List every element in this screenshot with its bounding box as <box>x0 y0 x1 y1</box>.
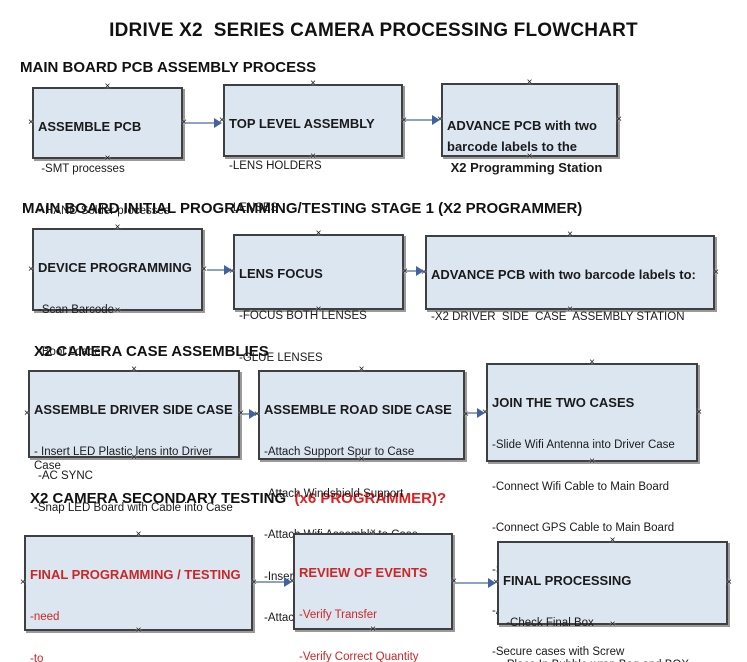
connection-point-marker: × <box>589 456 595 467</box>
box-item: -Verify Transfer <box>299 609 377 622</box>
arrow-head-icon <box>477 408 485 418</box>
flow-box-advance-pcb-programming-station: ADVANCE PCB with two barcode labels to t… <box>437 78 622 176</box>
flow-box-advance-pcb-driver-side: ADVANCE PCB with two barcode labels to: … <box>421 230 719 324</box>
heading-text-red: (x6 PROGRAMMER)? <box>294 490 447 507</box>
arrow-line <box>405 119 433 121</box>
arrow-line <box>243 413 250 415</box>
box-item: -Check Final Box <box>503 617 594 630</box>
section-heading-secondary-testing: X2 CAMERA SECONDARY TESTING (x6 PROGRAMM… <box>30 490 446 507</box>
arrow-line <box>186 122 215 124</box>
connection-point-marker: × <box>616 114 622 125</box>
box-item: -AC SYNC <box>38 470 93 482</box>
flow-arrow <box>455 578 496 588</box>
box-title: REVIEW OF EVENTS <box>299 564 428 580</box>
heading-text: MAIN BOARD INITIAL PROGRAMMING/TESTING S… <box>22 200 583 217</box>
flow-arrow <box>406 266 424 276</box>
box-item: -Place In Bubble wrap Bag and BOX <box>503 659 722 662</box>
box-item: -Connect GPS Cable to Main Board <box>492 522 675 535</box>
flow-box-review-of-events: REVIEW OF EVENTS -Verify Transfer -Verif… <box>289 528 457 662</box>
connection-point-marker: × <box>567 229 573 240</box>
box-title: ADVANCE PCB with two barcode labels to t… <box>447 117 603 176</box>
box-item: -LENSES <box>229 201 279 214</box>
flow-arrow <box>255 577 292 587</box>
connection-point-marker: × <box>28 263 34 275</box>
flow-box-final-programming-testing: FINAL PROGRAMMING / TESTING -need -to -k… <box>20 530 257 662</box>
arrow-line <box>467 412 478 414</box>
box-title: FINAL PROGRAMMING / TESTING <box>30 566 241 582</box>
flow-box-top-level-assembly: TOP LEVEL ASSEMBLY -LENS HOLDERS -LENSES… <box>219 79 407 214</box>
box-item: -FOCUS BOTH LENSES <box>239 310 367 323</box>
connection-point-marker: × <box>526 77 533 88</box>
section-heading-initial-programming: MAIN BOARD INITIAL PROGRAMMING/TESTING S… <box>22 200 582 217</box>
flow-box-lens-focus: LENS FOCUS -FOCUS BOTH LENSES -GLUE LENS… <box>229 229 408 364</box>
connection-point-marker: × <box>370 624 376 635</box>
box-item: - Insert LED Plastic lens into Driver Ca… <box>34 446 216 473</box>
arrow-head-icon <box>214 118 222 128</box>
box-title: ASSEMBLE PCB <box>38 118 142 134</box>
box-item: -Slide Wifi Antenna into Driver Case <box>492 439 675 452</box>
flow-arrow <box>467 408 485 418</box>
box-title: FINAL PROCESSING <box>503 572 632 588</box>
box-item: -GLUE LENSES <box>239 351 323 364</box>
flow-arrow <box>405 115 440 125</box>
arrow-head-icon <box>432 115 440 125</box>
arrow-head-icon <box>224 265 232 275</box>
connection-point-marker: × <box>24 408 30 419</box>
arrow-line <box>455 582 489 584</box>
connection-point-marker: × <box>28 117 34 128</box>
flow-arrow <box>243 409 257 419</box>
flow-box-join-the-two-cases: JOIN THE TWO CASES -Slide Wifi Antenna i… <box>482 358 702 659</box>
arrow-line <box>255 581 285 583</box>
flow-box-assemble-pcb: ASSEMBLE PCB -SMT processes - HAND Solde… <box>28 82 187 259</box>
box-item: -Scan Barcode <box>38 304 115 317</box>
box-item: -Secure cases with Screw <box>492 646 625 659</box>
connection-point-marker: × <box>104 81 111 92</box>
flow-box-assemble-driver-side-case: ASSEMBLE DRIVER SIDE CASE - Insert LED P… <box>24 365 244 597</box>
box-title: ASSEMBLE DRIVER SIDE CASE <box>34 401 233 417</box>
section-heading-case-assemblies: X2 CAMERA CASE ASSEMBLIES <box>34 343 269 360</box>
box-item: -X2 DRIVER SIDE CASE ASSEMBLY STATION <box>431 311 685 324</box>
page-title: IDRIVE X2 SERIES CAMERA PROCESSING FLOWC… <box>109 20 638 41</box>
box-item: -Connect Wifi Cable to Main Board <box>492 480 670 493</box>
box-title: ADVANCE PCB with two barcode labels to: <box>431 266 696 282</box>
heading-text: MAIN BOARD PCB ASSEMBLY PROCESS <box>20 59 317 76</box>
box-item: -Attach Windshield Support <box>264 487 404 500</box>
box-item: -Attach Support Spur to Case <box>264 446 415 459</box>
arrow-line <box>406 270 417 272</box>
box-item: -need <box>30 611 60 624</box>
connection-point-marker: × <box>20 577 26 588</box>
flow-box-device-programming: DEVICE PROGRAMMING -Scan Barcode -Boot L… <box>28 223 207 483</box>
arrow-head-icon <box>284 577 292 587</box>
box-title: ASSEMBLE ROAD SIDE CASE <box>264 401 452 417</box>
box-title: DEVICE PROGRAMMING <box>38 259 192 275</box>
box-item: - HAND Solder processes <box>38 204 170 217</box>
box-item: -LENS HOLDERS <box>229 160 322 173</box>
arrow-line <box>207 269 225 271</box>
box-title: JOIN THE TWO CASES <box>492 394 635 410</box>
connection-point-marker: × <box>713 266 719 278</box>
arrow-head-icon <box>488 578 496 588</box>
connection-point-marker: × <box>310 78 316 89</box>
arrow-head-icon <box>416 266 424 276</box>
box-item: -SMT processes <box>38 163 125 176</box>
flow-arrow <box>186 118 222 128</box>
flow-box-assemble-road-side-case: ASSEMBLE ROAD SIDE CASE -Attach Support … <box>254 365 469 625</box>
heading-text: X2 CAMERA CASE ASSEMBLIES <box>34 343 269 360</box>
box-item: -to <box>30 652 44 662</box>
box-title: LENS FOCUS <box>239 265 323 281</box>
connection-point-marker: × <box>589 357 595 368</box>
connection-point-marker: × <box>726 577 732 588</box>
box-item: -Boot Loader <box>38 345 105 358</box>
box-title: TOP LEVEL ASSEMBLY <box>229 115 375 131</box>
box-item: -Snap LED Board with Cable into Case <box>34 501 233 514</box>
section-heading-pcb-assembly: MAIN BOARD PCB ASSEMBLY PROCESS <box>20 59 316 76</box>
arrow-head-icon <box>249 409 257 419</box>
flow-box-final-processing: FINAL PROCESSING -Check Final Box -Place… <box>493 536 732 662</box>
connection-point-marker: × <box>696 406 702 418</box>
connection-point-marker: × <box>135 625 142 636</box>
heading-text: X2 CAMERA SECONDARY TESTING <box>30 490 295 507</box>
flow-arrow <box>207 265 232 275</box>
box-item: -Verify Correct Quantity <box>299 650 419 662</box>
